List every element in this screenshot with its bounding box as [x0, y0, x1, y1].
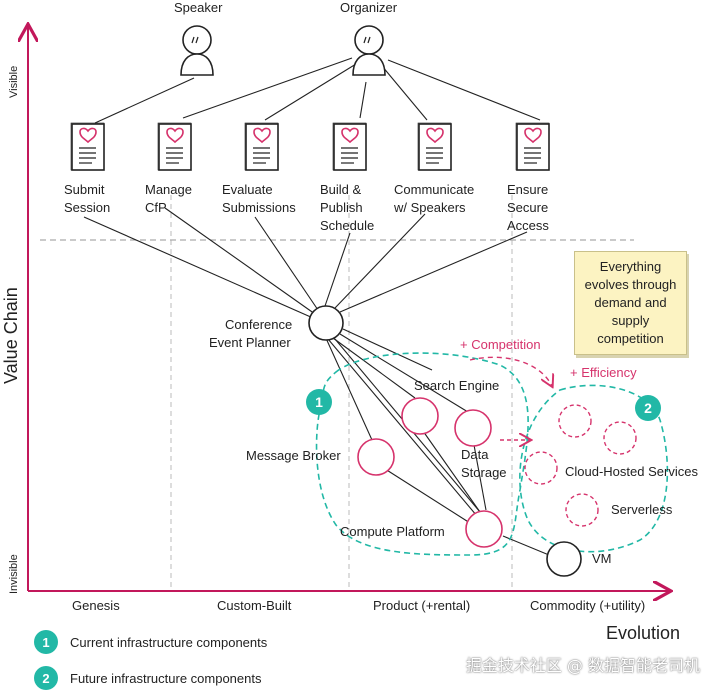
future-node	[558, 404, 592, 438]
search-engine-node	[401, 397, 439, 435]
user-need-links	[94, 57, 541, 124]
need-build-publish-schedule: Build & Publish Schedule	[320, 182, 374, 233]
stage-dividers	[170, 195, 513, 591]
message-broker-node	[357, 438, 395, 476]
efficiency-label: + Efficiency	[570, 365, 637, 380]
speaker-label: Speaker	[174, 0, 223, 15]
future-node	[565, 493, 599, 527]
legend-text-future: Future infrastructure components	[70, 670, 262, 686]
legend-badge-1: 1	[34, 630, 58, 654]
organizer-label: Organizer	[340, 0, 398, 15]
organizer-icon	[352, 25, 386, 76]
svg-text:Ensure: Ensure	[507, 182, 548, 197]
stage-genesis: Genesis	[72, 598, 120, 613]
current-infra-boundary	[315, 352, 529, 556]
serverless-label: Serverless	[611, 502, 673, 517]
future-node	[603, 421, 637, 455]
compute-platform-label: Compute Platform	[340, 524, 445, 539]
document-icon	[515, 122, 550, 171]
y-axis-bottom-label: Invisible	[8, 554, 20, 594]
competition-label: + Competition	[460, 337, 541, 352]
group-badge-2-text: 2	[644, 400, 652, 416]
svg-text:Evaluate: Evaluate	[222, 182, 273, 197]
need-planner-links	[83, 207, 528, 319]
need-submit-session: Submit Session	[64, 182, 110, 215]
svg-text:Communicate: Communicate	[394, 182, 474, 197]
document-icon	[157, 122, 192, 171]
svg-text:Submit: Submit	[64, 182, 105, 197]
document-icon	[70, 122, 105, 171]
document-icon	[332, 122, 367, 171]
vm-label: VM	[592, 551, 612, 566]
svg-text:Submissions: Submissions	[222, 200, 296, 215]
legend-badge-2: 2	[34, 666, 58, 690]
data-storage-label-line2: Storage	[461, 465, 507, 480]
planner-label-line1: Conference	[225, 317, 292, 332]
need-evaluate-submissions: Evaluate Submissions	[222, 182, 296, 215]
data-storage-node	[454, 409, 492, 447]
svg-text:Access: Access	[507, 218, 549, 233]
svg-text:Session: Session	[64, 200, 110, 215]
svg-text:Build &: Build &	[320, 182, 362, 197]
stage-custom-built: Custom-Built	[217, 598, 292, 613]
svg-text:w/ Speakers: w/ Speakers	[393, 200, 466, 215]
legend-item-future: 2 Future infrastructure components	[34, 666, 261, 690]
need-ensure-secure-access: Ensure Secure Access	[507, 182, 549, 233]
svg-text:CfP: CfP	[145, 200, 167, 215]
y-axis-label: Value Chain	[1, 287, 21, 384]
future-node	[524, 451, 558, 485]
svg-text:Manage: Manage	[145, 182, 192, 197]
vm-node	[546, 541, 582, 577]
need-communicate-speakers: Communicate w/ Speakers	[393, 182, 474, 215]
svg-text:Publish: Publish	[320, 200, 363, 215]
planner-label-line2: Event Planner	[209, 335, 291, 350]
group-badge-2	[635, 395, 661, 421]
stage-commodity: Commodity (+utility)	[530, 598, 645, 613]
data-storage-label-line1: Data	[461, 447, 489, 462]
speaker-icon	[180, 25, 214, 76]
watermark: 掘金技术社区 @ 数据智能老司机	[465, 656, 700, 675]
competition-arrow	[469, 356, 552, 386]
legend-item-current: 1 Current infrastructure components	[34, 630, 267, 654]
group-badge-1	[306, 389, 332, 415]
legend-text-current: Current infrastructure components	[70, 634, 268, 650]
sticky-note: Everything evolves through demand and su…	[574, 251, 687, 355]
stage-product: Product (+rental)	[373, 598, 470, 613]
x-axis-label: Evolution	[606, 623, 680, 643]
group-badge-1-text: 1	[315, 394, 323, 410]
cloud-hosted-label: Cloud-Hosted Services	[565, 464, 698, 479]
document-icon	[244, 122, 279, 171]
need-manage-cfp: Manage CfP	[145, 182, 192, 215]
svg-text:Schedule: Schedule	[320, 218, 374, 233]
search-engine-label: Search Engine	[414, 378, 499, 393]
message-broker-label: Message Broker	[246, 448, 341, 463]
planner-node	[308, 305, 344, 341]
document-icon	[417, 122, 452, 171]
svg-text:Secure: Secure	[507, 200, 548, 215]
compute-platform-node	[465, 510, 503, 548]
y-axis-top-label: Visible	[8, 66, 20, 98]
